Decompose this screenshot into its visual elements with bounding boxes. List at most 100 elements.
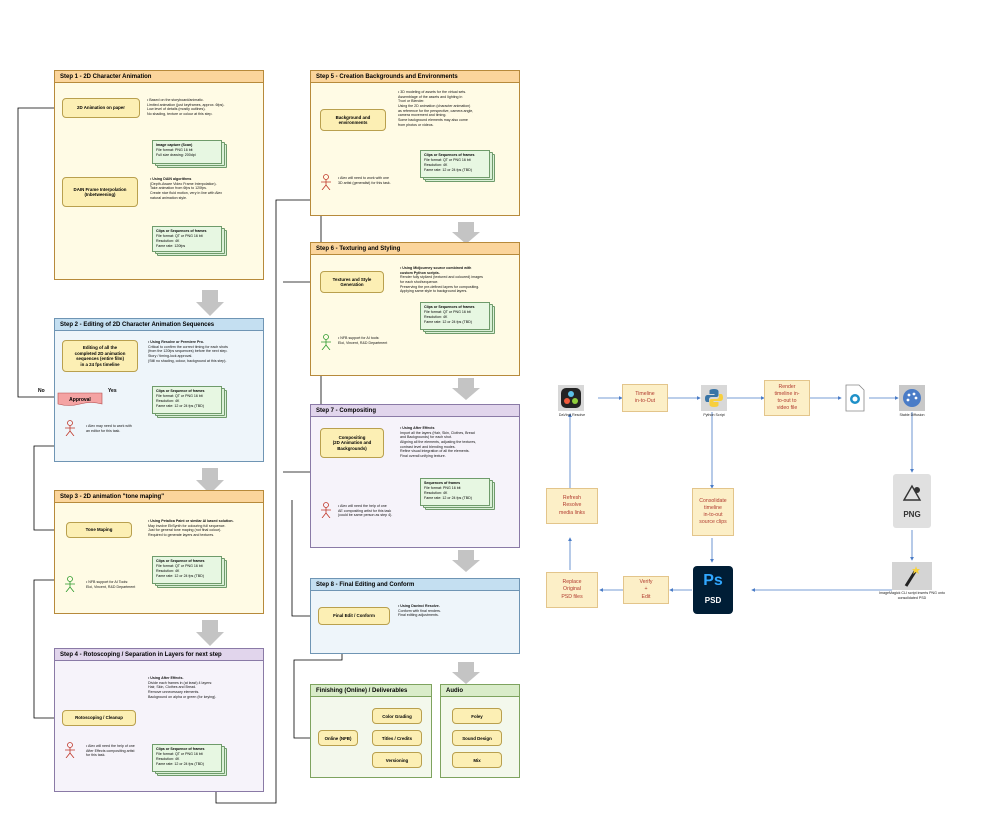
- stable-diffusion-icon: [899, 385, 925, 411]
- doc-clips-step2: Clips or Sequence of frames File format:…: [152, 386, 227, 418]
- note-roto-person: • Alex will need the help of one After E…: [86, 744, 135, 758]
- doc-lines: File format: PNG 16 bit Full size drawin…: [156, 147, 196, 157]
- approval-decision-shape: [57, 392, 103, 406]
- label-yes: Yes: [108, 388, 117, 394]
- step-title: Step 4 - Rotoscoping / Separation in Lay…: [55, 649, 263, 661]
- note-tone-bold: • Using Petalica Paint or similar AI bas…: [148, 519, 234, 523]
- note-paper: • Based on the storyboard/animatic. Limi…: [147, 98, 225, 117]
- step-5-panel: Step 5 - Creation Backgrounds and Enviro…: [310, 70, 520, 216]
- person-icon: [65, 576, 75, 592]
- psd-text: PSD: [704, 596, 722, 605]
- note-comp: Import all the layers (Hair, Skin, Cloth…: [400, 430, 477, 459]
- note-dain: (Depth-Aware Video Frame Interpolation).…: [150, 181, 223, 200]
- process-background: Background and environments: [320, 109, 386, 131]
- doc-lines: File format: QT or PNG 16 bit Resolution…: [424, 157, 472, 172]
- verify-edit-box: Verify + Edit: [623, 576, 669, 604]
- person-icon: [321, 334, 331, 350]
- person-icon: [321, 502, 331, 518]
- doc-lines: File format: QT or PNG 16 bit Resolution…: [424, 309, 472, 324]
- ps-text: Ps: [703, 572, 723, 589]
- imagemagick-label: ImageMagick CLI script inserts PNG onto …: [879, 591, 945, 600]
- step-title: Step 2 - Editing of 2D Character Animati…: [55, 319, 263, 331]
- process-textures: Textures and Style Generation: [320, 271, 384, 293]
- doc-title: Clips or Sequence of frames: [156, 389, 205, 393]
- process-editing: Editing of all the completed 2D animatio…: [62, 340, 138, 372]
- doc-clips-120fps: Clips or Sequences of frames File format…: [152, 226, 227, 256]
- doc-title: Image capture (Scan): [156, 143, 193, 147]
- replace-psd-box: Replace Original PSD files: [546, 572, 598, 608]
- finishing-title: Finishing (Online) / Deliverables: [311, 685, 431, 697]
- person-icon: [65, 420, 75, 436]
- process-final-edit: Final Edit / Conform: [318, 607, 390, 625]
- doc-sequences-step7: Sequences of frames File format: PNG 16 …: [420, 478, 495, 510]
- label-no: No: [38, 388, 45, 394]
- step-title: Step 3 - 2D animation "tone maping": [55, 491, 263, 503]
- doc-clips-step3: Clips or Sequence of frames File format:…: [152, 556, 227, 588]
- sound-design-box: Sound Design: [452, 730, 502, 746]
- foley-box: Foley: [452, 708, 502, 724]
- process-compositing: Compositing (2D Animation and Background…: [320, 428, 384, 458]
- process-rotoscoping: Rotoscoping / Cleanup: [62, 710, 136, 726]
- process-tone-maping: Tone Maping: [66, 522, 132, 538]
- note-final-bold: • Using Davinci Resolve.: [398, 604, 440, 608]
- note-edit-person: • Alex may need to work with an editor f…: [86, 424, 132, 433]
- davinci-resolve-label: DaVinci Resolve: [558, 413, 586, 417]
- titles-credits-box: Titles / Credits: [372, 730, 422, 746]
- doc-clips-step4: Clips or Sequence of frames File format:…: [152, 744, 227, 776]
- timeline-in-to-out-box: Timeline in-to-Out: [622, 384, 668, 412]
- render-timeline-box: Render timeline in- to-out to video file: [764, 380, 810, 416]
- doc-clips-step5: Clips or Sequences of frames File format…: [420, 150, 495, 182]
- note-edit: Critical to confirm the correct timing f…: [148, 344, 228, 363]
- step-title: Step 8 - Final Editing and Conform: [311, 579, 519, 591]
- note-edit-bold: • Using Resolve or Premiere Pro.: [148, 340, 204, 344]
- step-title: Step 7 - Compositing: [311, 405, 519, 417]
- python-script-label: Python Script: [703, 413, 725, 417]
- davinci-resolve-icon: [558, 385, 584, 411]
- step-3-panel: Step 3 - 2D animation "tone maping": [54, 490, 264, 614]
- python-icon: [701, 385, 727, 411]
- doc-title: Sequences of frames: [424, 481, 461, 485]
- consolidate-box: Consolidate timeline in-to-out source cl…: [692, 488, 734, 536]
- mix-box: Mix: [452, 752, 502, 768]
- approval-label: Approval: [69, 396, 91, 403]
- person-icon: [65, 742, 75, 758]
- doc-lines: File format: QT or PNG 16 bit Resolution…: [156, 393, 204, 408]
- doc-lines: File format: QT or PNG 16 bit Resolution…: [156, 751, 204, 766]
- process-2d-animation-paper: 2D Animation on paper: [62, 98, 140, 118]
- doc-title: Clips or Sequence of frames: [156, 747, 205, 751]
- doc-title: Clips or Sequence of frames: [156, 559, 205, 563]
- step-title: Step 1 - 2D Character Animation: [55, 71, 263, 83]
- color-grading-box: Color Grading: [372, 708, 422, 724]
- process-dain: DAIN Frame Interpolation (Inbetweening): [62, 177, 138, 207]
- doc-lines: File format: PNG 16 bit Resolution: 4K F…: [424, 485, 472, 500]
- note-roto-bold: • Using After Effects.: [148, 676, 184, 680]
- step-title: Step 5 - Creation Backgrounds and Enviro…: [311, 71, 519, 83]
- note-tex-person: • NFB support for AI tools: Eloi, Vincen…: [338, 336, 388, 345]
- doc-clips-step6: Clips or Sequences of frames File format…: [420, 302, 495, 334]
- online-nfb-box: Online (NFB): [318, 730, 358, 746]
- note-comp-person: • Alex will need the help of one AE comp…: [338, 504, 393, 518]
- doc-lines: File format: QT or PNG 16 bit Resolution…: [156, 563, 204, 578]
- note-tone: May involve EbSynth for colouring full s…: [148, 523, 226, 538]
- stable-diffusion-label: Stable Diffusion: [899, 413, 925, 417]
- note-comp-bold: • Using After Effects: [400, 426, 435, 430]
- photoshop-psd-icon: Ps PSD: [693, 566, 733, 614]
- person-icon: [321, 174, 331, 190]
- note-dain-bold: • Using DAIN algorithms: [150, 177, 192, 181]
- note-bg: • 3D modeling of assets for the virtual …: [398, 90, 474, 127]
- png-label: PNG: [903, 510, 921, 519]
- refresh-resolve-box: Refresh Resolve media links: [546, 488, 598, 524]
- note-final: Conform with final renders. Final editin…: [398, 608, 441, 618]
- imagemagick-icon: [892, 562, 932, 590]
- doc-title: Clips or Sequences of frames: [424, 305, 475, 309]
- note-roto: Divide each frames in (at least) 4 layer…: [148, 680, 217, 699]
- step-title: Step 6 - Texturing and Styling: [311, 243, 519, 255]
- png-file-icon: PNG: [893, 474, 931, 528]
- note-tex-bold: • Using Midjourney source combined with …: [400, 266, 472, 275]
- doc-title: Clips or Sequences of frames: [156, 229, 207, 233]
- doc-title: Clips or Sequences of frames: [424, 153, 475, 157]
- note-tex: Render fully stylized (textured and colo…: [400, 275, 483, 294]
- note-bg-person: • Alex will need to work with one 3D art…: [338, 176, 391, 185]
- video-file-icon: [845, 384, 865, 412]
